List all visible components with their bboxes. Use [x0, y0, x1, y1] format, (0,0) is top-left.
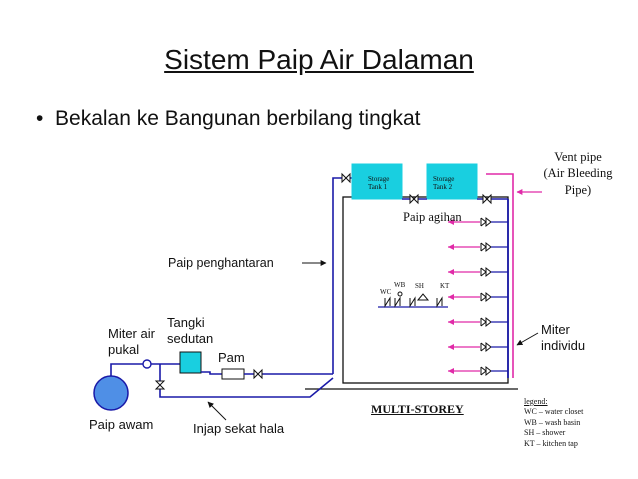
miter-individu-label: Miter individu: [541, 322, 586, 354]
legend-item: KT – kitchen tap: [524, 438, 578, 448]
inlet-valve-icon: [341, 172, 351, 184]
storage-tank-2: [426, 163, 478, 200]
storage-tank-2-label: Storage Tank 2: [433, 175, 455, 191]
floor-branch-arrows: [448, 219, 454, 374]
tangki-sedutan-label: Tangki sedutan: [167, 315, 214, 347]
miter-air-pukal-label: Miter air pukal: [108, 326, 155, 358]
tank-outlet-valve-icon: [482, 193, 492, 205]
individual-meter-icons: [480, 216, 492, 377]
legend-item: WB – wash basin: [524, 417, 581, 427]
vent-pipe: [486, 173, 514, 378]
bullet-text: Bekalan ke Bangunan berbilang tingkat: [55, 107, 421, 130]
legend-item: SH – shower: [524, 428, 566, 438]
legend-heading: legend:: [524, 397, 548, 406]
paip-awam-label: Paip awam: [89, 417, 154, 432]
legend-item: WC – water closet: [524, 407, 584, 417]
fixture-tap-icons: [384, 291, 443, 308]
public-main-circle: [93, 375, 129, 411]
tank-to-pump-pipe: [201, 371, 222, 375]
legend: legend: WC – water closet WB – wash basi…: [524, 397, 583, 449]
fixture-label-wb: WB: [394, 281, 406, 289]
pam-label: Pam: [218, 350, 245, 365]
miter-individu-arrow: [516, 332, 539, 346]
tank-link-valve-icon: [409, 193, 419, 205]
injap-sekat-hala-label: Injap sekat hala: [193, 421, 285, 436]
fixture-label-sh: SH: [415, 282, 424, 290]
storage-tank-1-label: Storage Tank 1: [368, 175, 390, 191]
bullet-point: • Bekalan ke Bangunan berbilang tingkat: [36, 107, 421, 130]
supply-pipe: [110, 363, 147, 376]
bulk-meter-icon: [142, 359, 152, 369]
check-valve-icon: [154, 380, 166, 390]
paip-agihan-label: Paip agihan: [403, 210, 462, 224]
paip-penghantaran-label: Paip penghantaran: [168, 256, 274, 270]
multi-storey-label: MULTI-STOREY: [371, 402, 464, 416]
storage-tank-1: [351, 163, 403, 200]
fixture-label-kt: KT: [440, 282, 450, 290]
injap-arrow: [207, 401, 227, 421]
vent-pipe-label: Vent pipe (Air Bleeding Pipe): [543, 150, 613, 197]
slide-title: Sistem Paip Air Dalaman: [164, 44, 474, 75]
pump-valve-icon: [253, 368, 263, 380]
suction-tank-icon: [179, 351, 202, 374]
pump-icon: [221, 368, 245, 380]
fixture-label-wc: WC: [380, 288, 392, 296]
branch-connectors: [491, 221, 508, 372]
